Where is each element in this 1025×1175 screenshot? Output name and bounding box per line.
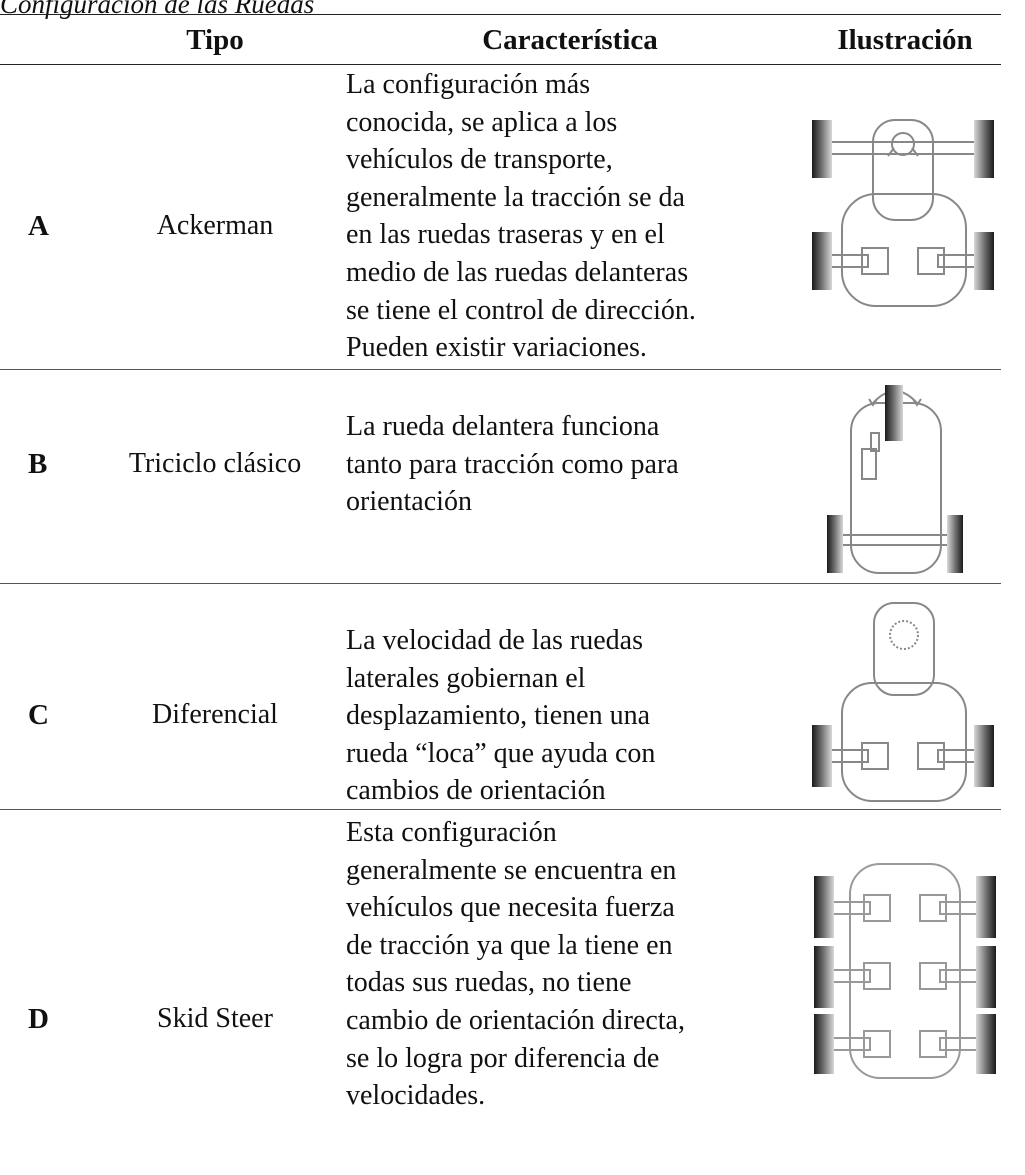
row-divider	[0, 583, 1001, 584]
table-caption: Configuración de las Ruedas	[0, 0, 315, 19]
description-line: desplazamiento, tienen una	[346, 700, 650, 732]
row-c-letter: C	[28, 699, 49, 731]
header-ilustracion: Ilustración	[837, 24, 973, 56]
description-line: tanto para tracción como para	[346, 448, 679, 480]
description-line: generalmente se encuentra en	[346, 854, 677, 886]
description-line: todas sus ruedas, no tiene	[346, 967, 632, 999]
description-line: La velocidad de las ruedas	[346, 625, 643, 656]
description-line: rueda “loca” que ayuda con	[346, 737, 656, 769]
description-line: vehículos que necesita fuerza	[346, 892, 675, 924]
header-rule	[0, 64, 1001, 65]
header-caracteristica: Característica	[482, 24, 658, 56]
row-a-tipo: Ackerman	[156, 210, 274, 241]
row-a-letter: A	[28, 210, 49, 242]
description-line: generalmente la tracción se da	[346, 181, 685, 213]
description-line: La configuración más	[346, 69, 591, 100]
row-d-letter: D	[28, 1003, 49, 1035]
top-rule	[0, 14, 1001, 15]
description-line: cambios de orientación	[346, 775, 606, 807]
description-line: se lo logra por diferencia de	[346, 1042, 660, 1074]
description-line: cambio de orientación directa,	[346, 1004, 685, 1036]
row-b-tipo: Triciclo clásico	[128, 448, 302, 479]
row-c-description: La velocidad de las ruedas laterales gob…	[346, 622, 806, 810]
skid-steer-diagram-icon	[810, 862, 1000, 1082]
description-line: Pueden existir variaciones.	[346, 332, 647, 364]
description-line: orientación	[346, 486, 472, 518]
row-b-letter: B	[28, 448, 48, 480]
description-line: conocida, se aplica a los	[346, 106, 618, 138]
row-d-description: Esta configuración generalmente se encue…	[346, 814, 806, 1115]
description-line: La rueda delantera funciona	[346, 411, 660, 442]
row-d-tipo: Skid Steer	[157, 1003, 273, 1034]
description-line: en las ruedas traseras y en el	[346, 219, 665, 251]
description-line: se tiene el control de dirección.	[346, 294, 696, 326]
description-line: medio de las ruedas delanteras	[346, 256, 689, 288]
ackerman-diagram-icon	[808, 112, 998, 312]
row-a-description: La configuración más conocida, se aplica…	[346, 66, 806, 367]
description-line: velocidades.	[346, 1080, 486, 1112]
description-line: de tracción ya que la tiene en	[346, 929, 673, 961]
description-line: laterales gobiernan el	[346, 662, 586, 694]
description-line: vehículos de transporte,	[346, 144, 613, 176]
row-b-description: La rueda delantera funciona tanto para t…	[346, 408, 806, 521]
row-c-tipo: Diferencial	[152, 699, 278, 730]
row-divider	[0, 809, 1001, 810]
differential-diagram-icon	[808, 597, 998, 805]
row-divider	[0, 369, 1001, 370]
description-line: Esta configuración	[346, 817, 557, 848]
header-tipo: Tipo	[186, 24, 244, 56]
tricycle-diagram-icon	[825, 373, 965, 578]
